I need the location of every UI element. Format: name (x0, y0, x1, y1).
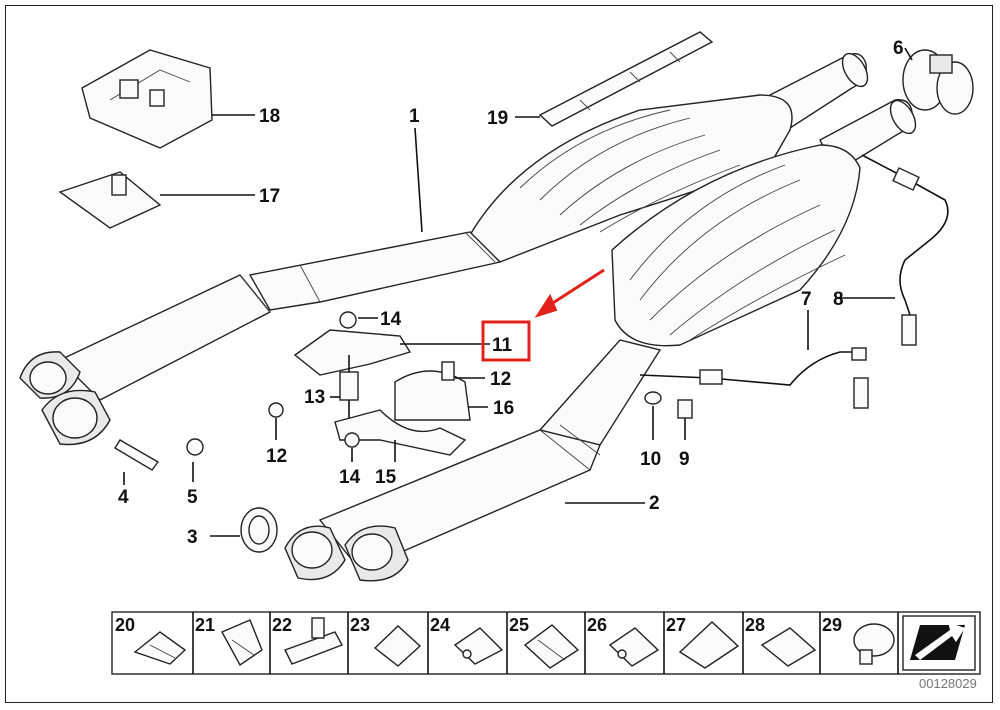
callout-6: 6 (893, 38, 904, 59)
clip-icon-27 (678, 621, 740, 669)
callout-15: 15 (375, 467, 397, 488)
callout-9: 9 (679, 449, 690, 470)
strip-label-27: 27 (666, 615, 686, 635)
arrow-icon (902, 615, 976, 671)
strip-label-26: 26 (587, 615, 607, 635)
callout-7: 7 (801, 289, 812, 310)
exhaust-assembly (19, 31, 974, 582)
part-11-highlight (481, 268, 605, 362)
clip-icon-29 (853, 623, 895, 665)
callout-3: 3 (187, 527, 198, 548)
callout-17: 17 (259, 186, 280, 207)
clip-icon-23 (373, 625, 422, 667)
callout-13: 13 (304, 387, 325, 408)
strip-label-29: 29 (822, 615, 842, 635)
callout-12-right: 12 (490, 369, 511, 390)
clip-icon-28 (760, 627, 817, 667)
clip-icon-21 (221, 619, 263, 667)
callout-19: 19 (487, 108, 508, 129)
clip-icon-22 (284, 617, 343, 665)
leader-lines (123, 47, 913, 537)
bottom-clip-strip: 20 21 22 23 24 25 26 27 28 29 (111, 611, 981, 675)
callout-12-left: 12 (266, 446, 287, 467)
highlight-arrow (544, 268, 605, 310)
callout-5: 5 (187, 487, 198, 508)
clip-icon-24 (453, 627, 504, 665)
strip-label-21: 21 (195, 615, 215, 635)
strip-label-25: 25 (509, 615, 529, 635)
strip-label-20: 20 (115, 615, 135, 635)
clip-icon-20 (133, 631, 187, 665)
strip-label-24: 24 (430, 615, 450, 635)
highlight-arrowhead (534, 293, 558, 318)
strip-label-23: 23 (350, 615, 370, 635)
callout-4: 4 (118, 487, 129, 508)
callout-1: 1 (409, 106, 420, 127)
clip-icon-25 (523, 624, 580, 669)
strip-label-22: 22 (272, 615, 292, 635)
callout-16: 16 (493, 398, 514, 419)
callout-labels: 1 2 3 4 5 6 7 8 9 10 11 12 12 13 14 14 1… (118, 38, 904, 548)
callout-8: 8 (833, 289, 844, 310)
callout-11: 11 (492, 335, 513, 356)
callout-14-bottom: 14 (339, 467, 361, 488)
callout-18: 18 (259, 106, 280, 127)
strip-label-28: 28 (745, 615, 765, 635)
document-id: 00128029 (919, 676, 977, 691)
callout-10: 10 (640, 449, 661, 470)
callout-2: 2 (649, 493, 660, 514)
callout-14-top: 14 (380, 309, 402, 330)
clip-icon-26 (608, 627, 660, 667)
highlight-box (481, 320, 531, 362)
